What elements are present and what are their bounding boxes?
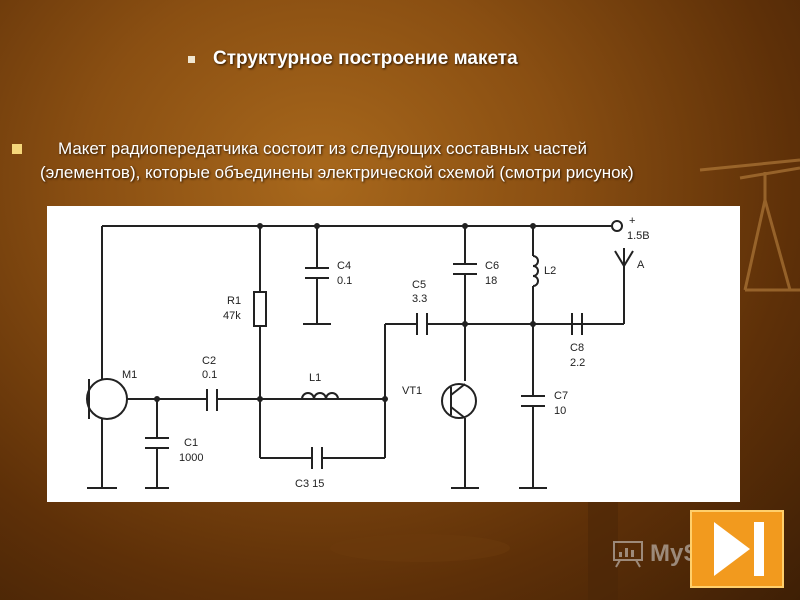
paragraph-line-2: (элементов), которые объединены электрич… (40, 163, 634, 182)
m1-label: M1 (122, 369, 137, 381)
c8-value-label: 2.2 (570, 357, 585, 369)
c7-label: C7 (554, 390, 568, 402)
vt1-label: VT1 (402, 385, 422, 397)
supply-plus-label: + (629, 215, 635, 227)
r1-value-label: 47k (223, 310, 241, 322)
slide-title: Структурное построение макета (213, 48, 518, 69)
play-next-icon (714, 522, 764, 576)
r1-label: R1 (227, 295, 241, 307)
c5-label: C5 (412, 279, 426, 291)
l1-label: L1 (309, 372, 321, 384)
paragraph-bullet (12, 144, 22, 154)
c6-label: C6 (485, 260, 499, 272)
c3-label: C3 15 (295, 478, 324, 490)
slide-paragraph: Макет радиопередатчика состоит из следую… (12, 137, 752, 185)
next-slide-button[interactable] (690, 510, 784, 588)
c6-value-label: 18 (485, 275, 497, 287)
title-bullet (188, 55, 195, 63)
c4-label: C4 (337, 260, 351, 272)
c8-label: C8 (570, 342, 584, 354)
c7-value-label: 10 (554, 405, 566, 417)
presentation-icon (613, 541, 643, 568)
paragraph-line-1: Макет радиопередатчика состоит из следую… (58, 139, 587, 158)
c1-value-label: 1000 (179, 452, 203, 464)
c4-value-label: 0.1 (337, 275, 352, 287)
c2-value-label: 0.1 (202, 369, 217, 381)
l2-label: L2 (544, 265, 556, 277)
c5-value-label: 3.3 (412, 293, 427, 305)
c1-label: C1 (184, 437, 198, 449)
supply-voltage-label: 1.5B (627, 230, 650, 242)
antenna-label: A (637, 259, 645, 271)
schematic-figure: + 1.5B A M1 R1 47k C1 1000 C2 0.1 C3 15 … (47, 206, 740, 502)
c2-label: C2 (202, 355, 216, 367)
circuit-schematic: + 1.5B A M1 R1 47k C1 1000 C2 0.1 C3 15 … (86, 215, 650, 490)
title-row: Структурное построение макета (188, 48, 518, 70)
